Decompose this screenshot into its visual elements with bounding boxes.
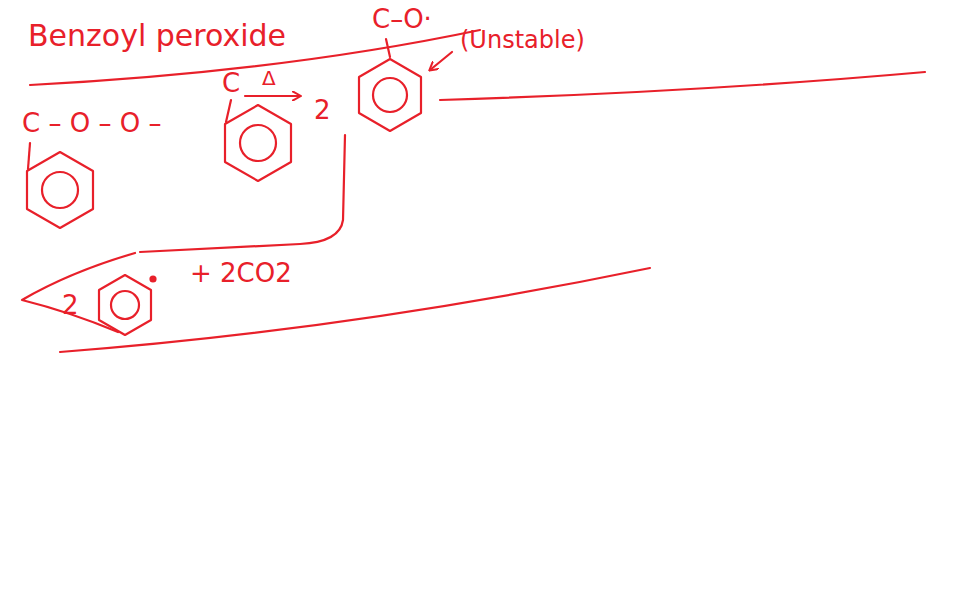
benzene-ring bbox=[27, 152, 93, 228]
reaction-arrow bbox=[245, 95, 300, 97]
coefficient: 2 bbox=[314, 95, 331, 126]
atom-label: C bbox=[222, 68, 240, 99]
bond-line bbox=[226, 100, 231, 122]
underline-stroke bbox=[60, 268, 650, 352]
structure-text: C – O – O – bbox=[22, 108, 161, 139]
underline-stroke bbox=[440, 72, 925, 100]
heat-symbol: Δ bbox=[262, 66, 276, 90]
heading: Benzoyl peroxide bbox=[28, 18, 286, 54]
bond-line bbox=[28, 143, 30, 169]
benzene-ring bbox=[99, 275, 151, 335]
note: (Unstable) bbox=[460, 26, 585, 55]
radical-group: C–O· bbox=[372, 4, 432, 35]
benzene-ring bbox=[359, 59, 421, 131]
bond-line bbox=[386, 39, 390, 57]
benzene-ring bbox=[225, 105, 291, 181]
coefficient: 2 bbox=[62, 290, 79, 321]
radical-dot bbox=[151, 277, 156, 282]
pointer-arrow bbox=[430, 52, 452, 70]
bracket-stroke bbox=[140, 135, 345, 252]
product-text: + 2CO2 bbox=[190, 258, 292, 289]
